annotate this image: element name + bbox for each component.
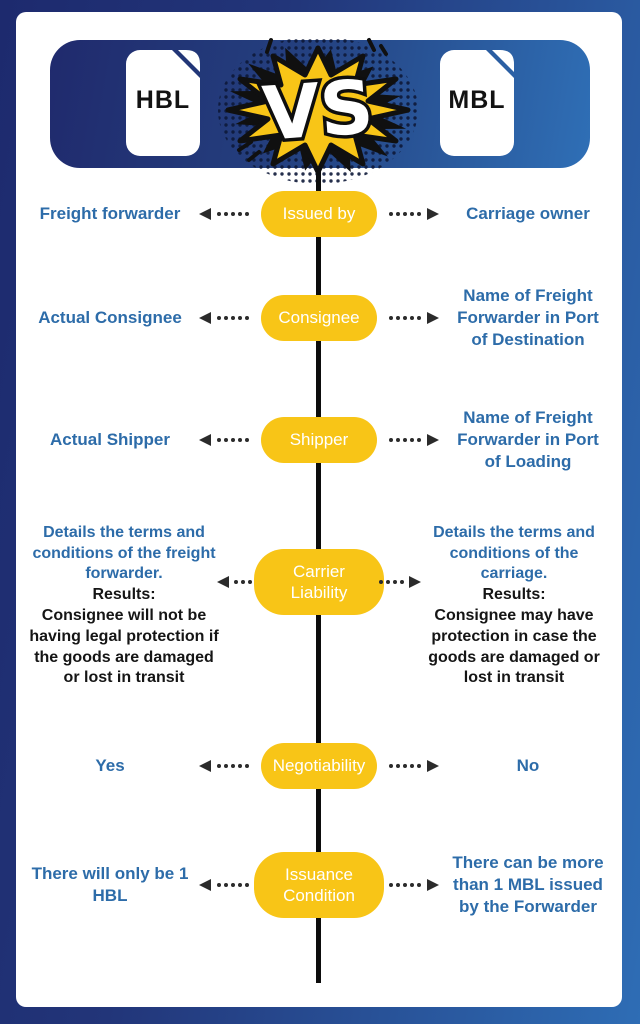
row-carrier-liability: Details the terms and conditions of the … bbox=[22, 512, 616, 700]
hbl-liability-results: Consignee will not be having legal prote… bbox=[29, 607, 219, 687]
mbl-carrier-liability-text: Details the terms and conditions of the … bbox=[412, 523, 616, 689]
mbl-document-icon: MBL bbox=[440, 50, 514, 156]
document-shape-icon bbox=[126, 50, 200, 156]
mbl-issued-by-value: Carriage owner bbox=[466, 204, 590, 224]
category-pill: Consignee bbox=[261, 295, 377, 341]
dotted-arrow-right-icon bbox=[389, 434, 439, 446]
mbl-shipper-value: Name of Freight Forwarder in Port of Loa… bbox=[457, 408, 599, 471]
row-negotiability: Yes Negotiability No bbox=[22, 740, 616, 792]
hbl-label: HBL bbox=[135, 86, 191, 115]
category-pill: Issued by bbox=[261, 191, 377, 237]
mbl-liability-results: Consignee may have protection in case th… bbox=[428, 607, 600, 687]
dotted-arrow-right-icon bbox=[379, 576, 421, 588]
row-shipper: Actual Shipper Shipper Name of Freight F… bbox=[22, 392, 616, 488]
row-issuance-condition: There will only be 1 HBL Issuance Condit… bbox=[22, 838, 616, 932]
dotted-arrow-right-icon bbox=[389, 879, 439, 891]
mbl-liability-intro: Details the terms and conditions of the … bbox=[433, 523, 595, 583]
hbl-liability-results-label: Results: bbox=[92, 586, 156, 604]
dotted-arrow-left-icon bbox=[199, 760, 249, 772]
category-pill: Negotiability bbox=[261, 743, 377, 789]
mbl-label: MBL bbox=[448, 86, 506, 115]
header-bar: HBL VS bbox=[50, 36, 590, 184]
document-shape-icon bbox=[440, 50, 514, 156]
hbl-consignee-value: Actual Consignee bbox=[38, 308, 182, 328]
row-issued-by: Freight forwarder Issued by Carriage own… bbox=[22, 188, 616, 240]
mbl-issuance-value: There can be more than 1 MBL issued by t… bbox=[452, 853, 604, 916]
dotted-arrow-right-icon bbox=[389, 312, 439, 324]
category-pill: Carrier Liability bbox=[254, 548, 384, 616]
hbl-issued-by-value: Freight forwarder bbox=[39, 204, 181, 224]
dotted-arrow-right-icon bbox=[389, 208, 439, 220]
hbl-issuance-value: There will only be 1 HBL bbox=[31, 864, 189, 905]
content-panel: HBL VS bbox=[16, 12, 622, 1007]
mbl-liability-results-label: Results: bbox=[482, 586, 546, 604]
hbl-carrier-liability-text: Details the terms and conditions of the … bbox=[22, 523, 226, 689]
dotted-arrow-right-icon bbox=[389, 760, 439, 772]
vs-burst-icon: VS bbox=[218, 34, 418, 186]
row-consignee: Actual Consignee Consignee Name of Freig… bbox=[22, 270, 616, 366]
hbl-negotiability-value: Yes bbox=[95, 756, 125, 776]
category-pill: Issuance Condition bbox=[254, 851, 384, 919]
dotted-arrow-left-icon bbox=[199, 434, 249, 446]
dotted-arrow-left-icon bbox=[199, 312, 249, 324]
dotted-arrow-left-icon bbox=[199, 208, 249, 220]
mbl-consignee-value: Name of Freight Forwarder in Port of Des… bbox=[457, 286, 599, 349]
hbl-shipper-value: Actual Shipper bbox=[50, 430, 170, 450]
dotted-arrow-left-icon bbox=[199, 879, 249, 891]
vs-label: VS bbox=[260, 64, 376, 158]
category-pill: Shipper bbox=[261, 417, 377, 463]
mbl-negotiability-value: No bbox=[516, 756, 540, 776]
hbl-liability-intro: Details the terms and conditions of the … bbox=[32, 523, 216, 583]
hbl-document-icon: HBL bbox=[126, 50, 200, 156]
